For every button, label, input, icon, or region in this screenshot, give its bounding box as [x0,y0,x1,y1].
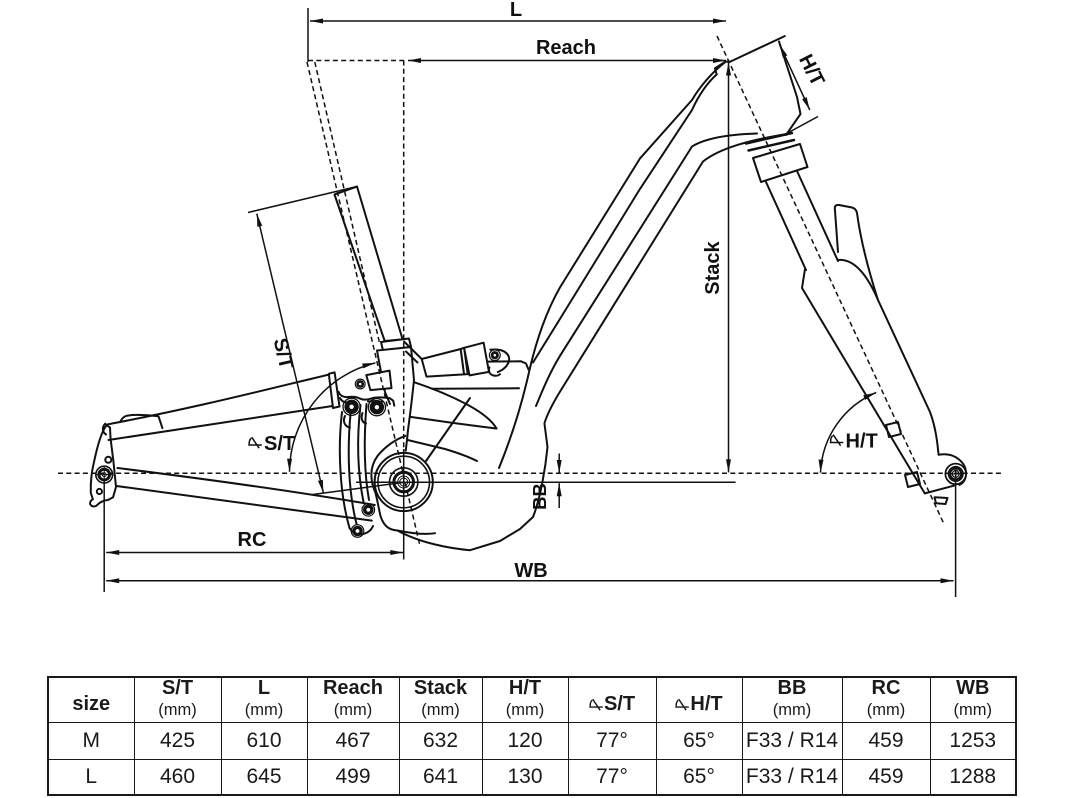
svg-text:WB: WB [514,560,547,582]
svg-text:Reach: Reach [536,37,596,59]
svg-text:RC: RC [238,529,267,551]
svg-text:H/T: H/T [846,431,878,453]
svg-text:Stack: Stack [702,240,724,294]
svg-text:L: L [510,0,522,21]
svg-text:BB: BB [529,483,550,510]
svg-text:S/T: S/T [264,433,295,455]
svg-text:S/T: S/T [269,336,297,371]
svg-text:H/T: H/T [794,51,828,90]
